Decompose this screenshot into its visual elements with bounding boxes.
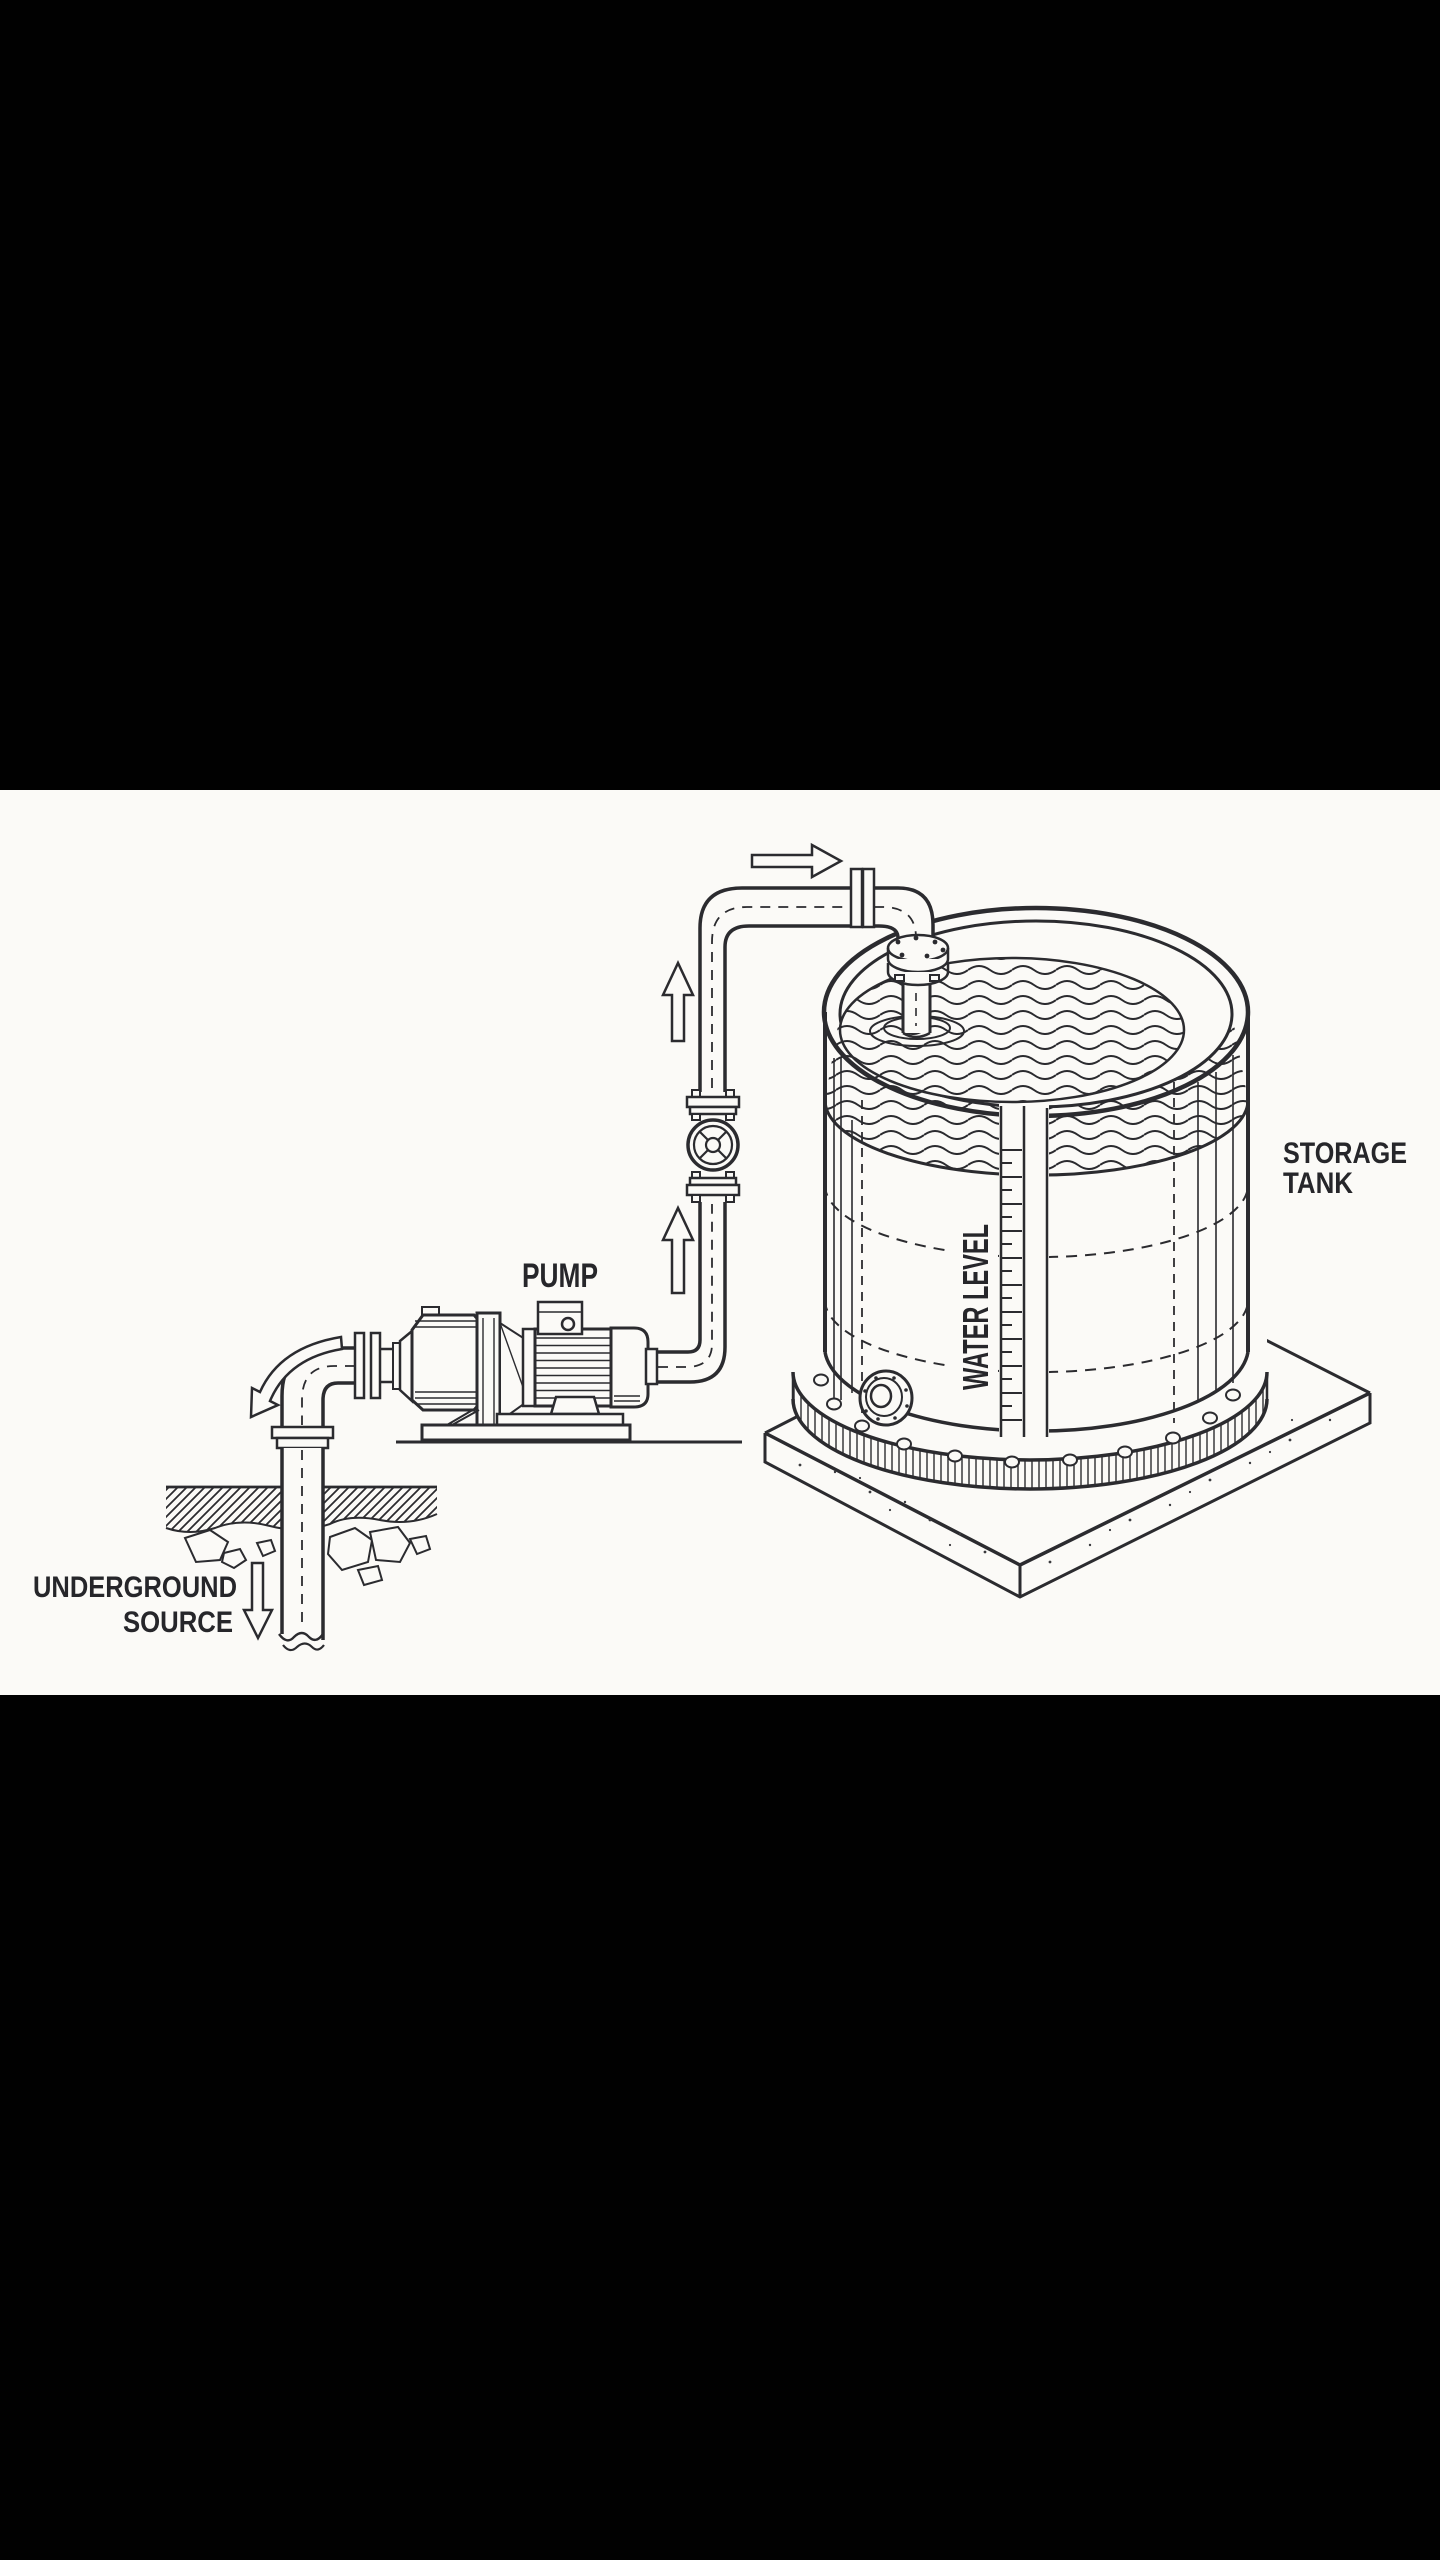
base-brace xyxy=(446,1407,480,1426)
flow-arrow-up-icon xyxy=(661,1205,695,1295)
pipe-flange xyxy=(849,867,876,929)
pump-bracket-plate xyxy=(475,1311,502,1432)
tank-manhole-nozzle xyxy=(858,1369,914,1427)
base-flange-bolts xyxy=(813,1373,1241,1469)
flow-arrow-right-icon xyxy=(750,842,844,880)
tank-inlet-nozzle xyxy=(886,933,950,1039)
pump-casing xyxy=(410,1313,483,1412)
water-level-label: WATER LEVEL xyxy=(955,1224,996,1390)
underground-source-label-line1: UNDERGROUND xyxy=(33,1571,237,1604)
suction-pipe xyxy=(270,1331,382,1652)
pipe-centerline xyxy=(711,906,849,1088)
concrete-speckles xyxy=(798,1418,1332,1564)
letterbox-bottom xyxy=(0,1695,1440,2560)
motor-foot xyxy=(549,1395,601,1416)
gauge-major-ticks xyxy=(1001,1149,1022,1421)
flow-arrow-up-icon xyxy=(661,960,695,1043)
water-level-gauge xyxy=(950,1104,1049,1438)
pump-label: PUMP xyxy=(522,1257,598,1295)
discharge-riser-pipe xyxy=(657,1202,727,1384)
flow-arrows xyxy=(241,842,844,1641)
conduit-port xyxy=(560,1316,576,1332)
wellhead-flange xyxy=(270,1425,335,1450)
motor-end-cap xyxy=(609,1326,650,1409)
rocks xyxy=(183,1525,432,1587)
motor-terminal-box xyxy=(536,1300,584,1336)
underground-source-label-line2: SOURCE xyxy=(123,1606,233,1639)
suction-cone xyxy=(398,1328,414,1404)
pump-baseplate xyxy=(420,1423,632,1442)
motor-flange-ring xyxy=(521,1327,537,1408)
discharge-stub-flange xyxy=(644,1347,659,1386)
motor-sub-base xyxy=(495,1412,625,1427)
overhead-inlet-pipe xyxy=(698,867,965,1092)
pipe-break-wave xyxy=(278,1631,324,1642)
tank-shading-lines xyxy=(833,1055,1234,1400)
flow-arrow-curved-down-icon xyxy=(249,1335,344,1419)
gauge-minor-ticks xyxy=(1001,1162,1012,1407)
tank-front-water-band xyxy=(825,1014,1248,1176)
storage-tank-label-line1: STORAGE xyxy=(1283,1137,1407,1170)
flow-arrow-down-icon xyxy=(241,1561,275,1641)
suction-flange xyxy=(353,1331,382,1400)
storage-tank-label-line2: TANK xyxy=(1283,1167,1353,1200)
tank-dashed-verticals xyxy=(861,1082,1175,1423)
pump-with-motor xyxy=(380,1300,742,1444)
flange-bolt-dots xyxy=(895,935,946,959)
well-pipe xyxy=(280,1448,325,1640)
pipe-centerline xyxy=(301,1365,355,1425)
pipe-break-wave xyxy=(282,1642,325,1652)
handwheel-spokes xyxy=(699,1131,727,1159)
letterbox-top xyxy=(0,0,1440,790)
handwheel-valve xyxy=(685,1089,741,1203)
storage-tank: WATER LEVEL xyxy=(791,905,1269,1491)
